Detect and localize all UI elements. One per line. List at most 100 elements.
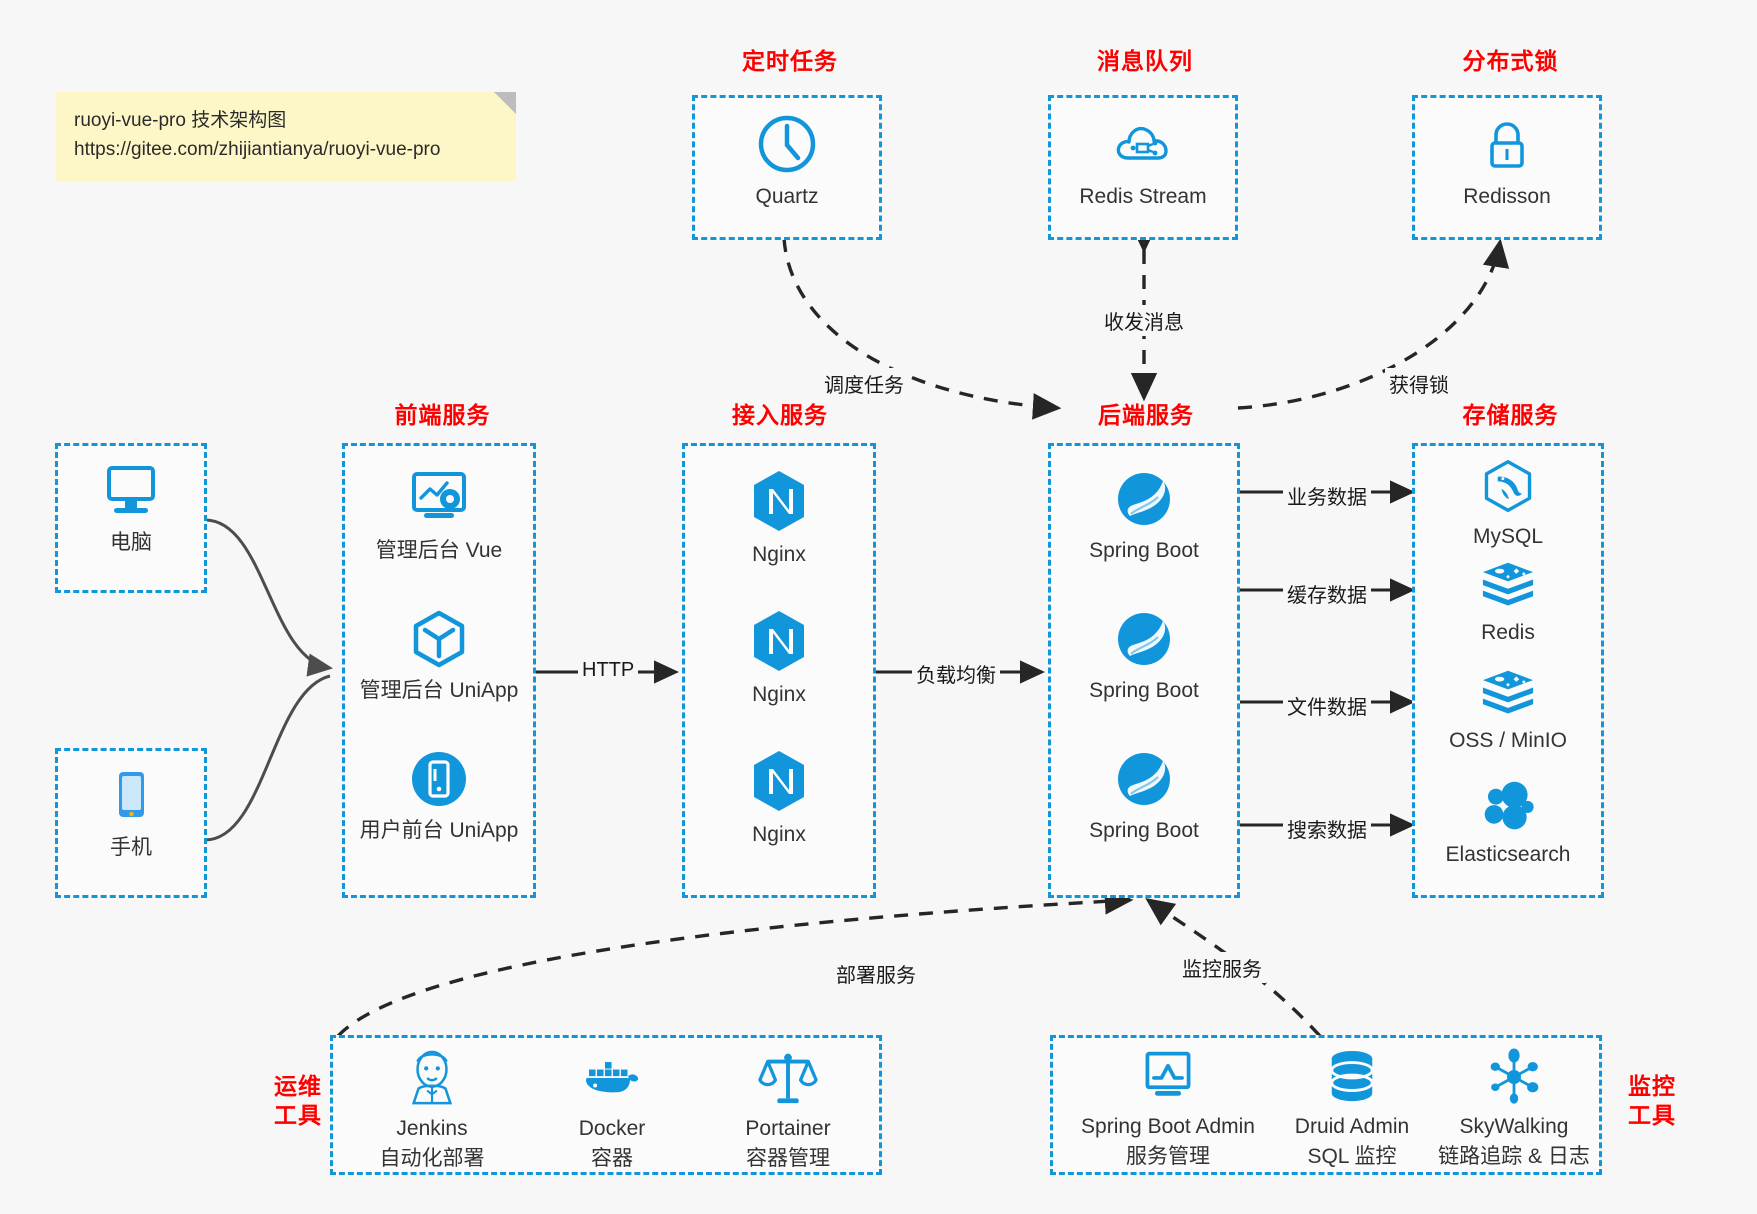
node-label-mysql: MySQL (1472, 525, 1543, 548)
cloud-stream-icon (1116, 126, 1168, 160)
node-sublabel-druid-admin: SQL 监控 (1307, 1145, 1397, 1169)
node-redis[interactable]: Redis (1422, 560, 1594, 646)
group-title-gateway: 接入服务 (732, 402, 828, 428)
group-title-lock: 分布式锁 (1462, 48, 1559, 74)
dashboard-gear-icon (412, 472, 466, 518)
edge-label-search-data: 搜索数据 (1283, 813, 1371, 844)
node-jenkins[interactable]: Jenkins 自动化部署 (352, 1048, 512, 1172)
node-label-redis: Redis (1481, 621, 1535, 644)
desktop-icon (107, 466, 155, 513)
nginx-icon (754, 611, 804, 671)
group-title-devops-line2: 工具 (274, 1101, 322, 1128)
node-quartz[interactable]: Quartz (712, 112, 862, 210)
node-spring-boot-admin[interactable]: Spring Boot Admin 服务管理 (1068, 1048, 1268, 1170)
node-admin-vue[interactable]: 管理后台 Vue (352, 468, 526, 564)
group-title-devops: 运维 工具 (258, 1072, 338, 1130)
spring-leaf-icon (1118, 613, 1170, 665)
node-label-nginx-2: Nginx (752, 683, 806, 706)
title-sticky-note: ruoyi-vue-pro 技术架构图 https://gitee.com/zh… (56, 92, 516, 181)
group-title-devops-line1: 运维 (274, 1073, 322, 1099)
edge-devops-to-backend (336, 888, 1134, 1038)
node-label-spring-boot-2: Spring Boot (1089, 679, 1199, 702)
note-line-title: ruoyi-vue-pro 技术架构图 (74, 110, 287, 131)
node-druid-admin[interactable]: Druid Admin SQL 监控 (1272, 1048, 1432, 1170)
node-label-druid-admin: Druid Admin (1294, 1115, 1410, 1138)
node-label-pc: 电脑 (110, 531, 152, 554)
node-label-user-uniapp: 用户前台 UniApp (359, 819, 519, 842)
group-title-monitor-line2: 工具 (1628, 1101, 1676, 1128)
nginx-icon (754, 751, 804, 811)
group-title-storage: 存储服务 (1462, 402, 1559, 428)
redis-stack-icon (1482, 562, 1534, 606)
node-redisson[interactable]: Redisson (1432, 112, 1582, 210)
docker-whale-icon (586, 1062, 639, 1093)
node-label-phone: 手机 (110, 836, 152, 859)
node-spring-boot-2[interactable]: Spring Boot (1058, 608, 1230, 704)
edge-label-cache-data: 缓存数据 (1283, 578, 1371, 609)
spring-leaf-icon (1118, 473, 1170, 525)
edge-label-monitor-service: 监控服务 (1178, 952, 1266, 983)
node-label-admin-uniapp: 管理后台 UniApp (359, 679, 519, 702)
edge-phone-to-frontend (204, 674, 331, 842)
node-label-spring-boot-admin: Spring Boot Admin (1081, 1115, 1255, 1138)
node-label-spring-boot-1: Spring Boot (1089, 539, 1199, 562)
node-label-admin-vue: 管理后台 Vue (375, 539, 503, 562)
node-label-spring-boot-3: Spring Boot (1089, 819, 1199, 842)
edge-label-send-receive-msg: 收发消息 (1100, 305, 1188, 336)
node-sublabel-docker: 容器 (591, 1147, 633, 1171)
edge-label-acquire-lock: 获得锁 (1385, 368, 1453, 399)
node-mysql[interactable]: MySQL (1422, 458, 1594, 550)
clock-icon (758, 115, 816, 173)
node-label-skywalking: SkyWalking (1459, 1115, 1569, 1138)
node-docker[interactable]: Docker 容器 (532, 1048, 692, 1172)
edge-label-http: HTTP (578, 658, 639, 683)
nginx-icon (754, 471, 804, 531)
node-skywalking[interactable]: SkyWalking 链路追踪 & 日志 (1430, 1048, 1598, 1170)
node-admin-uniapp[interactable]: 管理后台 UniApp (352, 608, 526, 704)
node-nginx-3[interactable]: Nginx (700, 748, 858, 848)
node-label-quartz: Quartz (755, 185, 819, 208)
node-redis-stream[interactable]: Redis Stream (1068, 112, 1218, 210)
mobile-circle-icon (412, 752, 466, 806)
group-box-lock (1412, 95, 1602, 240)
node-sublabel-portainer: 容器管理 (746, 1147, 830, 1171)
node-label-docker: Docker (578, 1117, 646, 1140)
edge-pc-to-frontend (204, 518, 333, 677)
node-label-redis-stream: Redis Stream (1079, 185, 1207, 208)
edge-label-load-balance: 负载均衡 (912, 658, 1000, 689)
database-icon (1330, 1050, 1374, 1102)
node-nginx-1[interactable]: Nginx (700, 468, 858, 568)
group-title-backend: 后端服务 (1098, 402, 1194, 428)
node-phone[interactable]: 手机 (80, 765, 182, 861)
spring-leaf-icon (1118, 753, 1170, 805)
note-fold-corner (494, 92, 516, 114)
mysql-dolphin-icon (1484, 460, 1532, 513)
node-spring-boot-1[interactable]: Spring Boot (1058, 468, 1230, 564)
skywalking-icon (1490, 1048, 1539, 1104)
scales-icon (758, 1053, 818, 1104)
node-pc[interactable]: 电脑 (80, 460, 182, 556)
group-title-monitor: 监控 工具 (1612, 1072, 1692, 1130)
node-label-nginx-3: Nginx (752, 823, 806, 846)
edge-label-file-data: 文件数据 (1283, 690, 1371, 721)
group-title-frontend: 前端服务 (394, 402, 491, 428)
edge-backend-to-redisson (1237, 238, 1510, 410)
lock-icon (1490, 122, 1524, 168)
group-title-mq: 消息队列 (1097, 48, 1193, 74)
group-box-mq (1048, 95, 1238, 240)
edge-label-deploy-service: 部署服务 (832, 958, 920, 989)
node-elasticsearch[interactable]: Elasticsearch (1422, 778, 1594, 868)
node-spring-boot-3[interactable]: Spring Boot (1058, 748, 1230, 844)
node-user-uniapp[interactable]: 用户前台 UniApp (352, 748, 526, 844)
group-box-frontend (342, 443, 536, 898)
node-oss-minio[interactable]: OSS / MinIO (1422, 668, 1594, 754)
cube-icon (413, 610, 465, 668)
node-portainer[interactable]: Portainer 容器管理 (708, 1048, 868, 1172)
note-line-url: https://gitee.com/zhijiantianya/ruoyi-vu… (74, 139, 441, 161)
phone-icon (119, 772, 144, 817)
node-nginx-2[interactable]: Nginx (700, 608, 858, 708)
node-sublabel-jenkins: 自动化部署 (379, 1147, 485, 1171)
node-label-elasticsearch: Elasticsearch (1445, 843, 1571, 866)
node-label-nginx-1: Nginx (752, 543, 806, 566)
